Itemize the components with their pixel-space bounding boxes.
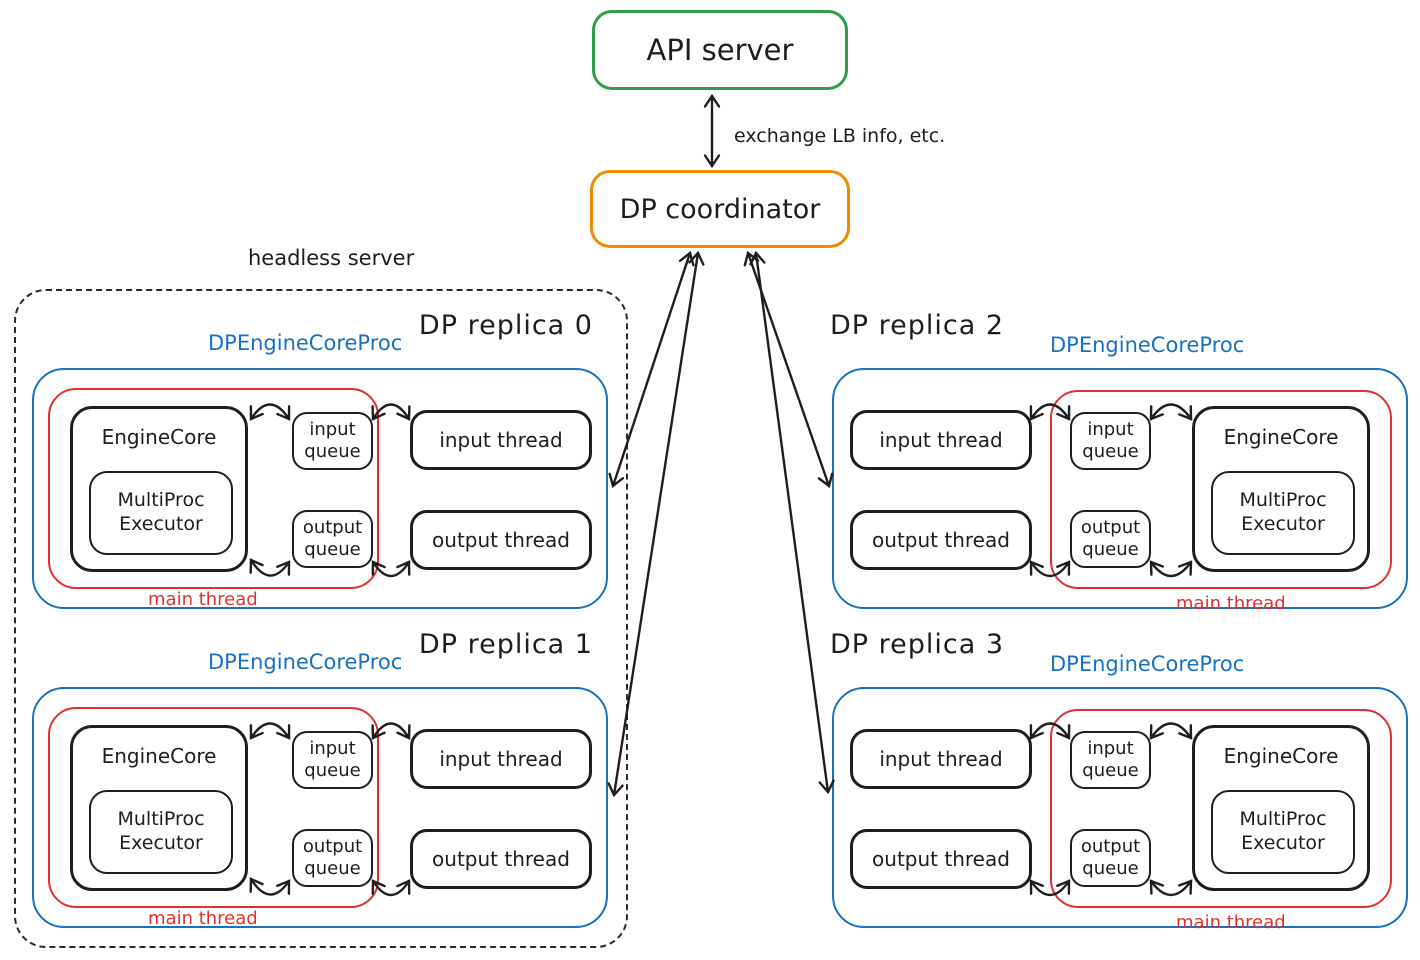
replica-2-title: DP replica 2 [830,310,1005,341]
dp-replica-0: DP replica 0 DPEngineCoreProc EngineCore… [32,310,608,610]
replica-1-engine-core-proc-frame [32,687,608,928]
arrow-coordinator-replica-3 [749,250,835,795]
replica-2-main-thread-frame [1050,390,1392,589]
replica-1-title: DP replica 1 [418,629,593,660]
replica-0-multiproc-executor-box: MultiProc Executor [89,471,233,555]
replica-3-input-queue-box: input queue [1070,731,1151,789]
replica-3-input-thread-box: input thread [850,729,1032,789]
replica-3-engine-core-label: EngineCore [1223,744,1339,768]
replica-0-output-thread-box: output thread [410,510,592,570]
replica-1-engine-core-label: EngineCore [101,744,217,768]
replica-0-engine-core-box: EngineCore MultiProc Executor [70,406,248,572]
replica-3-output-thread-box: output thread [850,829,1032,889]
replica-0-engine-core-proc-frame [32,368,608,609]
replica-2-input-thread-box: input thread [850,410,1032,470]
dp-replica-2: DP replica 2 DPEngineCoreProc EngineCore… [830,310,1408,614]
replica-0-output-queue-box: output queue [292,510,373,568]
replica-1-main-thread-label: main thread [148,908,258,929]
replica-2-engine-core-box: EngineCore MultiProc Executor [1192,406,1370,572]
replica-2-main-thread-label: main thread [1176,593,1286,614]
replica-1-proc-label: DPEngineCoreProc [208,650,403,674]
replica-0-title: DP replica 0 [418,310,593,341]
dp-replica-1: DP replica 1 DPEngineCoreProc EngineCore… [32,629,608,929]
dp-coordinator-label: DP coordinator [619,193,821,225]
replica-2-multiproc-executor-box: MultiProc Executor [1211,471,1355,555]
replica-1-output-thread-box: output thread [410,829,592,889]
headless-server-label: headless server [248,246,415,270]
exchange-lb-info-label: exchange LB info, etc. [734,125,946,147]
replica-0-main-thread-frame [48,388,379,589]
replica-2-output-thread-box: output thread [850,510,1032,570]
replica-0-engine-core-label: EngineCore [101,425,217,449]
replica-1-multiproc-executor-box: MultiProc Executor [89,790,233,874]
replica-1-input-queue-box: input queue [292,731,373,789]
replica-1-output-queue-box: output queue [292,829,373,887]
replica-1-main-thread-frame [48,707,379,908]
api-server-label: API server [646,33,794,67]
replica-3-main-thread-frame [1050,709,1392,908]
replica-2-engine-core-label: EngineCore [1223,425,1339,449]
arrow-coordinator-replica-2 [743,250,834,489]
replica-0-main-thread-label: main thread [148,589,258,610]
api-server-box: API server [592,10,848,90]
replica-0-proc-label: DPEngineCoreProc [208,331,403,355]
dp-coordinator-box: DP coordinator [590,170,850,248]
replica-3-title: DP replica 3 [830,629,1005,660]
replica-0-input-queue-box: input queue [292,412,373,470]
replica-3-main-thread-label: main thread [1176,912,1286,933]
replica-1-engine-core-box: EngineCore MultiProc Executor [70,725,248,891]
replica-3-proc-label: DPEngineCoreProc [1050,652,1245,676]
replica-3-engine-core-proc-frame [832,687,1408,928]
replica-3-output-queue-box: output queue [1070,829,1151,887]
replica-2-output-queue-box: output queue [1070,510,1151,568]
replica-3-engine-core-box: EngineCore MultiProc Executor [1192,725,1370,891]
replica-2-input-queue-box: input queue [1070,412,1151,470]
replica-1-input-thread-box: input thread [410,729,592,789]
replica-0-input-thread-box: input thread [410,410,592,470]
dp-replica-3: DP replica 3 DPEngineCoreProc EngineCore… [830,629,1408,933]
replica-2-proc-label: DPEngineCoreProc [1050,333,1245,357]
replica-3-multiproc-executor-box: MultiProc Executor [1211,790,1355,874]
